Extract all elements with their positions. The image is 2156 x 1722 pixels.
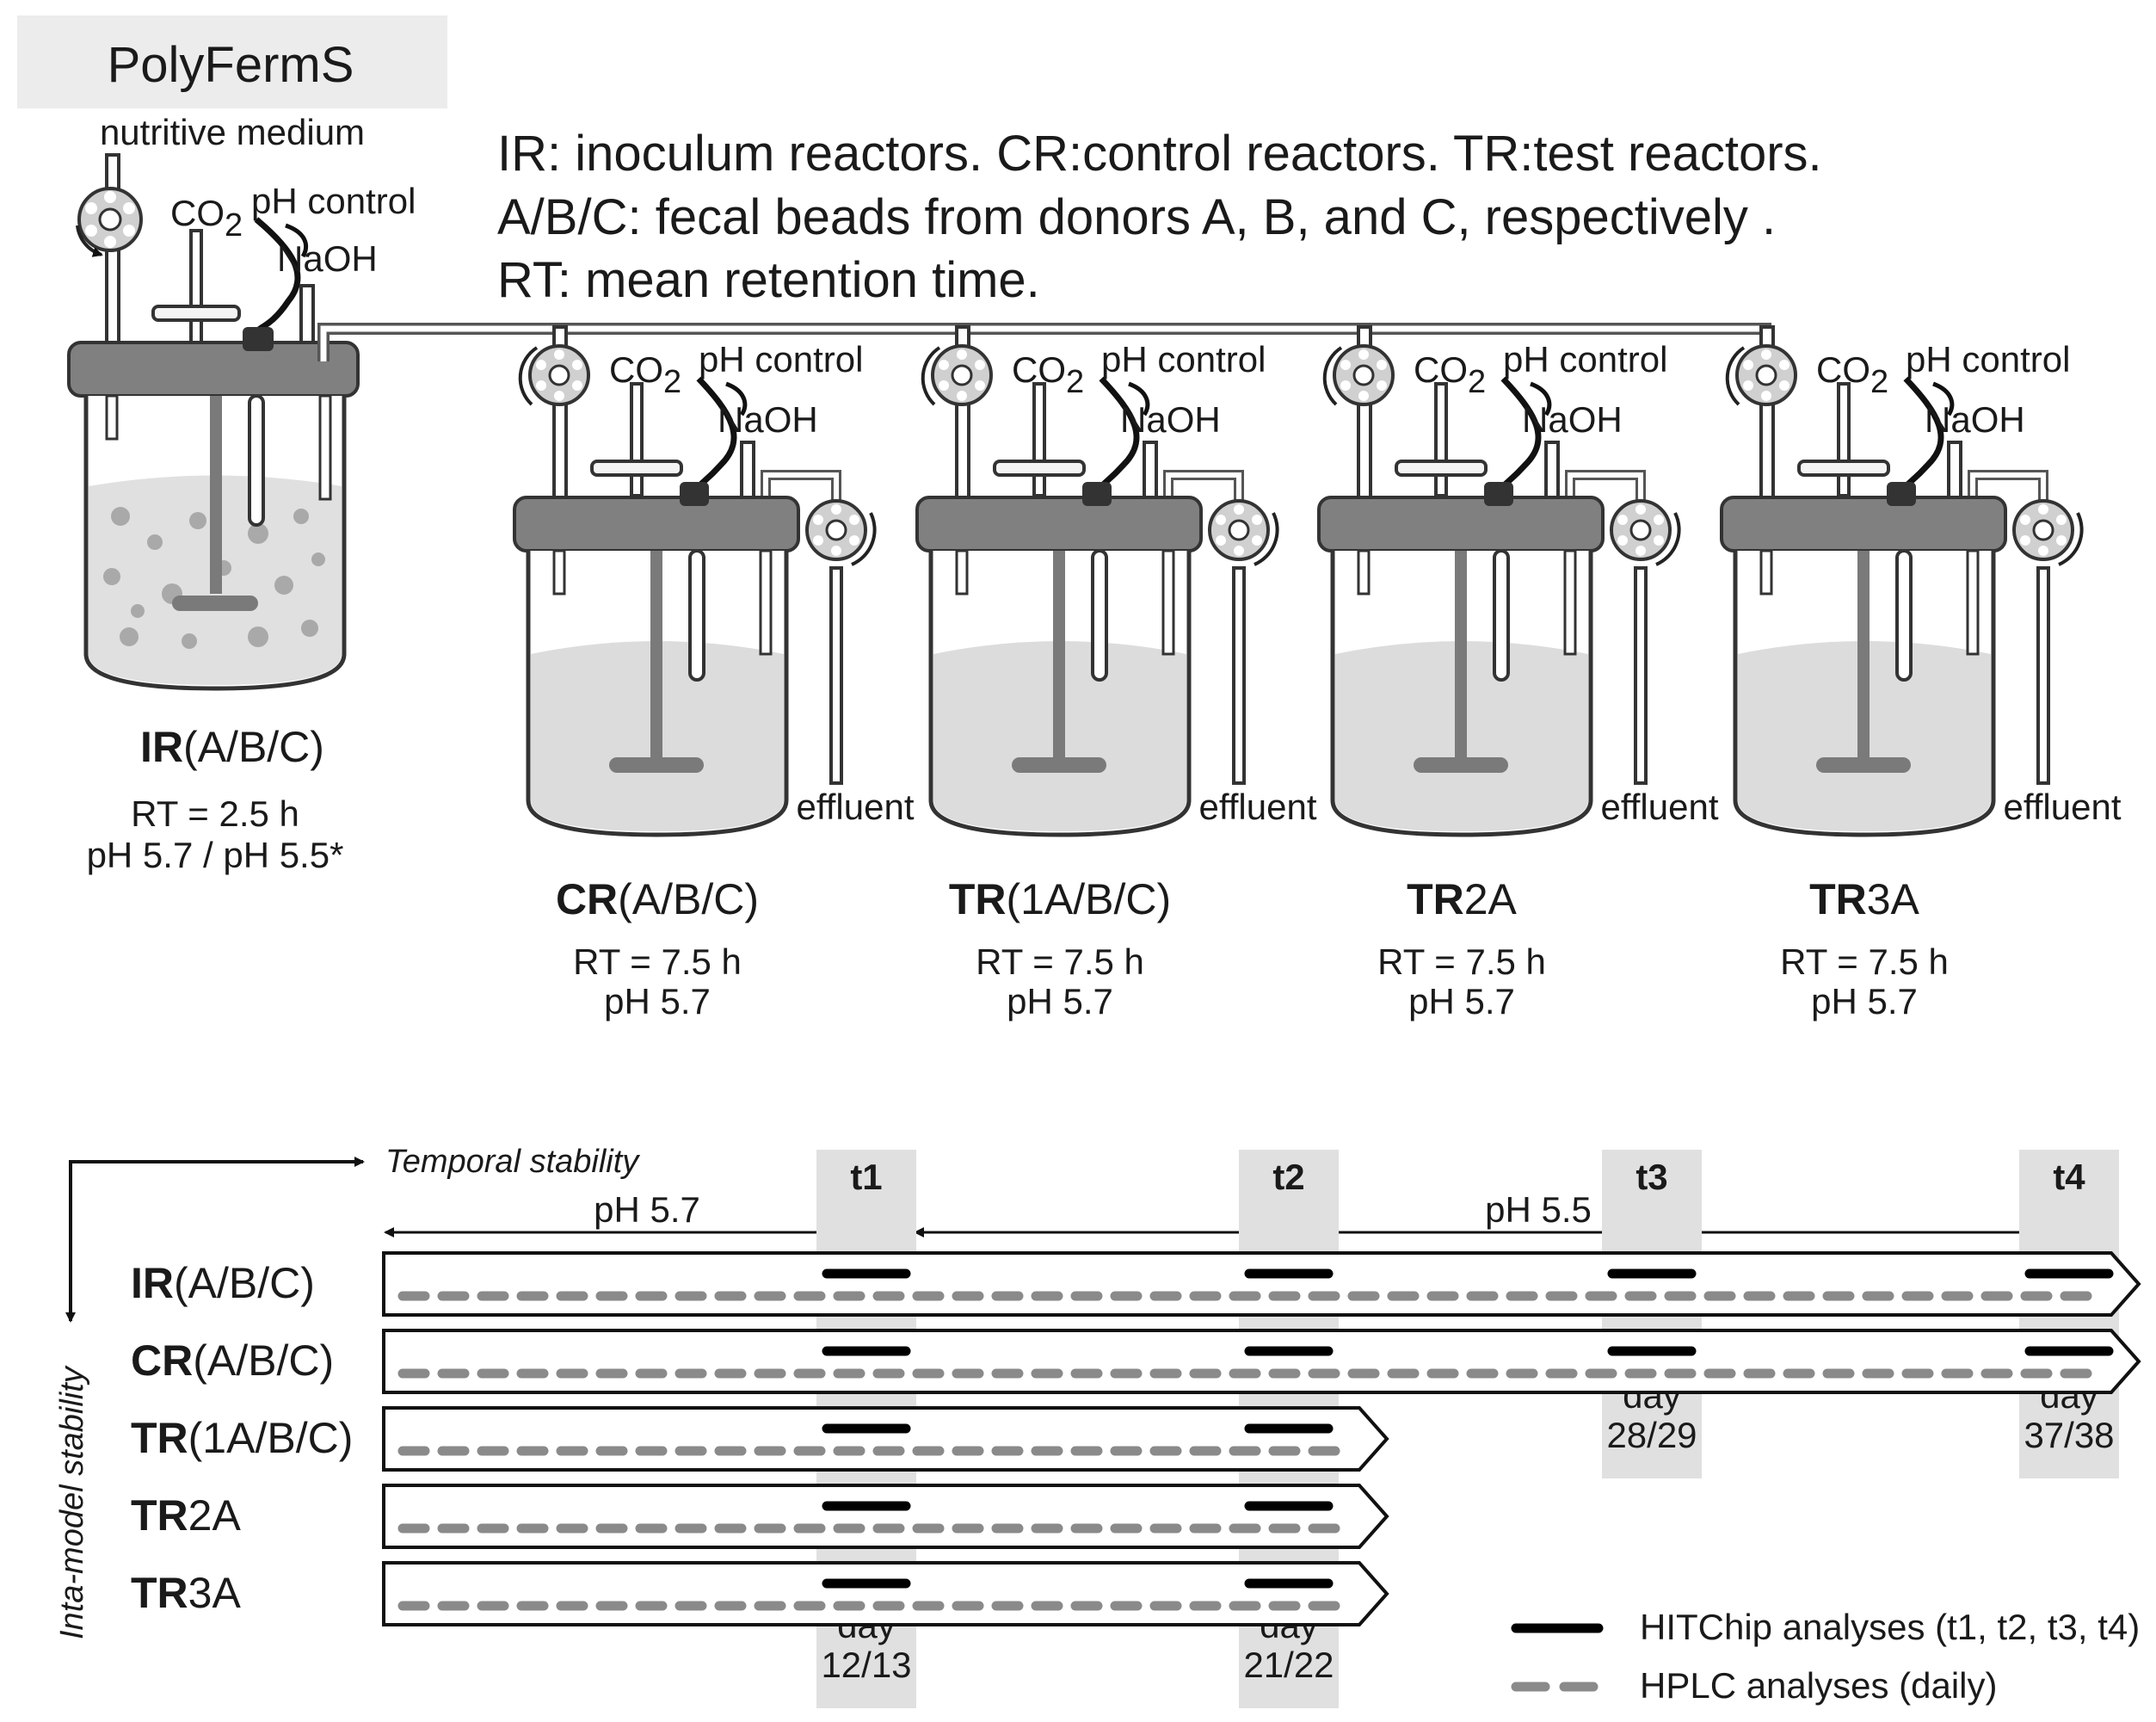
timeline-row-label: TR(1A/B/C): [131, 1414, 353, 1462]
effluent-label: effluent: [1600, 787, 1718, 827]
reactor-name: TR3A: [1809, 875, 1919, 923]
effluent-pump-icon: [2012, 499, 2084, 566]
timeline-row: CR(A/B/C): [131, 1329, 2141, 1394]
naoh-label: NaOH: [718, 399, 818, 440]
pump-icon: [1725, 344, 1797, 406]
timepoint-label-t4: t4: [2053, 1157, 2085, 1197]
effluent-label: effluent: [2003, 787, 2121, 827]
naoh-label: NaOH: [1120, 399, 1221, 440]
temporal-stability-label: Temporal stability: [385, 1144, 640, 1180]
ir-rt: RT = 2.5 h: [131, 793, 299, 834]
timepoint-label-t3: t3: [1635, 1157, 1667, 1197]
co2-label: CO2: [1012, 349, 1084, 400]
naoh-label: NaOH: [277, 238, 378, 279]
timepoint-day-value: 12/13: [821, 1645, 911, 1685]
timeline-row: TR(1A/B/C): [131, 1406, 1389, 1472]
reactor-name: TR(1A/B/C): [949, 875, 1171, 923]
pump-icon: [76, 187, 143, 257]
effluent-pump-icon: [805, 499, 877, 566]
reactor-rt: RT = 7.5 h: [573, 941, 742, 982]
legend-line-3: RT: mean retention time.: [497, 252, 1040, 308]
reactor-ph: pH 5.7: [604, 981, 711, 1021]
timeline-row-label: TR2A: [131, 1491, 241, 1540]
effluent-pump-icon: [1208, 499, 1279, 566]
reactor-name: TR2A: [1407, 875, 1517, 923]
timepoint-day-value: 37/38: [2024, 1415, 2114, 1455]
sampling-timeline: Temporal stability Inta-model stability …: [54, 1144, 2141, 1708]
naoh-label: NaOH: [1522, 399, 1623, 440]
ph-control-label: pH control: [1101, 339, 1266, 380]
reactor-ph: pH 5.7: [1007, 981, 1113, 1021]
pump-icon: [1322, 344, 1395, 406]
timeline-row-label: IR(A/B/C): [131, 1259, 315, 1307]
effluent-label: effluent: [796, 787, 914, 827]
pump-icon: [921, 344, 993, 406]
legend-line-1: IR: inoculum reactors. CR:control reacto…: [497, 126, 1822, 182]
nutritive-medium-label: nutritive medium: [100, 112, 365, 152]
co2-label: CO2: [609, 349, 681, 400]
naoh-label: NaOH: [1925, 399, 2025, 440]
reactor-rt: RT = 7.5 h: [1780, 941, 1949, 982]
ph-control-label: pH control: [251, 181, 416, 221]
legend-hitchip-text: HITChip analyses (t1, t2, t3, t4): [1640, 1607, 2140, 1647]
ph-control-label: pH control: [1906, 339, 2070, 380]
timepoint-label-t2: t2: [1272, 1157, 1304, 1197]
effluent-label: effluent: [1198, 787, 1316, 827]
effluent-pump-icon: [1610, 499, 1681, 566]
reactor-rt: RT = 7.5 h: [1377, 941, 1546, 982]
timeline-row: TR3A: [131, 1561, 1389, 1626]
ph-control-label: pH control: [1503, 339, 1667, 380]
timepoint-day-value: 28/29: [1606, 1415, 1697, 1455]
timepoint-day-value: 21/22: [1243, 1645, 1334, 1685]
timeline-row-label: CR(A/B/C): [131, 1336, 334, 1385]
reactor-name: CR(A/B/C): [556, 875, 759, 923]
inoculum-reactor: nutritive medium CO2 pH control NaOH: [67, 112, 416, 875]
timeline-row: IR(A/B/C): [131, 1251, 2141, 1317]
co2-label: CO2: [1816, 349, 1888, 400]
ir-name: IR(A/B/C): [140, 723, 324, 771]
co2-label: CO2: [170, 193, 243, 244]
timeline-row-label: TR3A: [131, 1569, 241, 1617]
timeline-row: TR2A: [131, 1484, 1389, 1549]
timepoint-label-t1: t1: [850, 1157, 882, 1197]
page-title: PolyFermS: [108, 37, 354, 93]
co2-label: CO2: [1414, 349, 1486, 400]
phase-label-ph57: pH 5.7: [594, 1189, 700, 1230]
pump-icon: [518, 344, 590, 406]
reactor-ph: pH 5.7: [1408, 981, 1515, 1021]
legend-hplc-text: HPLC analyses (daily): [1640, 1665, 1998, 1706]
intra-model-stability-label: Inta-model stability: [54, 1365, 90, 1639]
ph-control-label: pH control: [699, 339, 863, 380]
legend-line-2: A/B/C: fecal beads from donors A, B, and…: [497, 189, 1776, 245]
ir-ph: pH 5.7 / pH 5.5*: [87, 835, 344, 875]
phase-label-ph55: pH 5.5: [1485, 1189, 1592, 1230]
reactor-ph: pH 5.7: [1811, 981, 1918, 1021]
reactor-rt: RT = 7.5 h: [976, 941, 1144, 982]
title-box: [17, 15, 447, 108]
